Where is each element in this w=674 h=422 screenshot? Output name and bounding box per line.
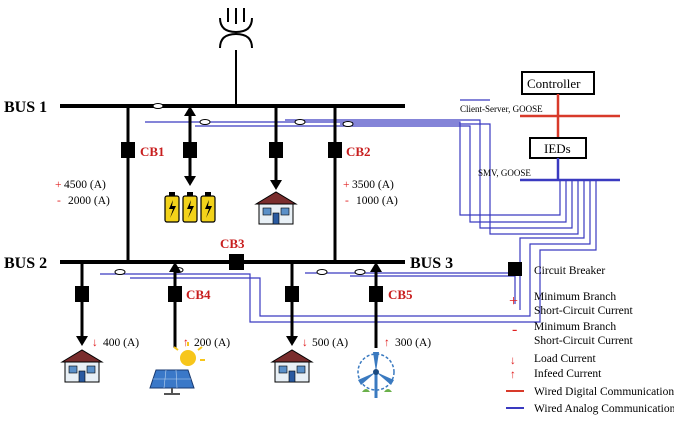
load-arrow-icon: ↓: [302, 337, 308, 349]
plus-sign-icon: +: [55, 179, 62, 191]
minus-sign-icon: -: [57, 195, 61, 207]
legend: Circuit Breaker + Minimum Branch Short-C…: [506, 262, 674, 415]
bus1-label: BUS 1: [4, 99, 47, 116]
wind-turbine-icon: [357, 352, 395, 398]
legend-plus-icon: +: [509, 293, 518, 310]
ct-rings: [114, 103, 366, 275]
battery-icon: [164, 192, 216, 223]
cb1-label: CB1: [140, 144, 165, 159]
house-icon: [270, 349, 314, 383]
minus-sign-icon: -: [345, 195, 349, 207]
legend-infeed-current: Infeed Current: [534, 368, 602, 380]
infeed-arrow-icon: ↑: [183, 337, 189, 349]
legend-load-current: Load Current: [534, 353, 596, 365]
load2-current: 500 (A): [312, 337, 348, 349]
cb1-plus-current: 4500 (A): [64, 179, 106, 191]
legend-max-branch-1: Minimum Branch: [534, 321, 616, 333]
house-icon: [254, 191, 298, 225]
legend-infeed-arrow-icon: ↑: [510, 369, 516, 381]
cb2-label: CB2: [346, 144, 371, 159]
load2-breaker: [285, 286, 299, 302]
legend-wired-digital: Wired Digital Communication: [534, 386, 674, 398]
cb3-breaker: [229, 254, 244, 270]
plus-sign-icon: +: [343, 179, 350, 191]
client-server-label: Client-Server, GOOSE: [460, 104, 543, 114]
battery-breaker: [183, 142, 197, 158]
legend-load-arrow-icon: ↓: [510, 355, 516, 367]
smv-label: SMV, GOOSE: [478, 168, 531, 178]
legend-breaker-icon: [508, 262, 522, 276]
ieds-label: IEDs: [544, 141, 571, 156]
wind-current: 300 (A): [395, 337, 431, 349]
cb1-minus-current: 2000 (A): [68, 195, 110, 207]
cb4-breaker: [168, 286, 182, 302]
controller-label: Controller: [527, 76, 581, 91]
legend-min-branch-1: Minimum Branch: [534, 291, 616, 303]
legend-circuit-breaker: Circuit Breaker: [534, 265, 605, 277]
load-arrow-icon: ↓: [92, 337, 98, 349]
cb1-breaker: [121, 142, 135, 158]
solar-current: 200 (A): [194, 337, 230, 349]
transformer-icon: [219, 8, 253, 106]
legend-minus-icon: -: [512, 321, 517, 338]
cb2-plus-current: 3500 (A): [352, 179, 394, 191]
legend-max-branch-2: Short-Circuit Current: [534, 335, 633, 347]
cb3-label: CB3: [220, 236, 245, 251]
legend-min-branch-2: Short-Circuit Current: [534, 305, 633, 317]
house-top-breaker: [269, 142, 283, 158]
cb2-breaker: [328, 142, 342, 158]
solar-panel-icon: [149, 342, 205, 395]
cb5-breaker: [369, 286, 383, 302]
house-icon: [60, 349, 104, 383]
bus2-label: BUS 2: [4, 255, 47, 272]
cb4-label: CB4: [186, 287, 211, 302]
load1-breaker: [75, 286, 89, 302]
legend-wired-analog: Wired Analog Communication: [534, 403, 674, 415]
infeed-arrow-icon: ↑: [384, 337, 390, 349]
load1-current: 400 (A): [103, 337, 139, 349]
cb5-label: CB5: [388, 287, 413, 302]
cb2-minus-current: 1000 (A): [356, 195, 398, 207]
bus3-label: BUS 3: [410, 255, 453, 272]
